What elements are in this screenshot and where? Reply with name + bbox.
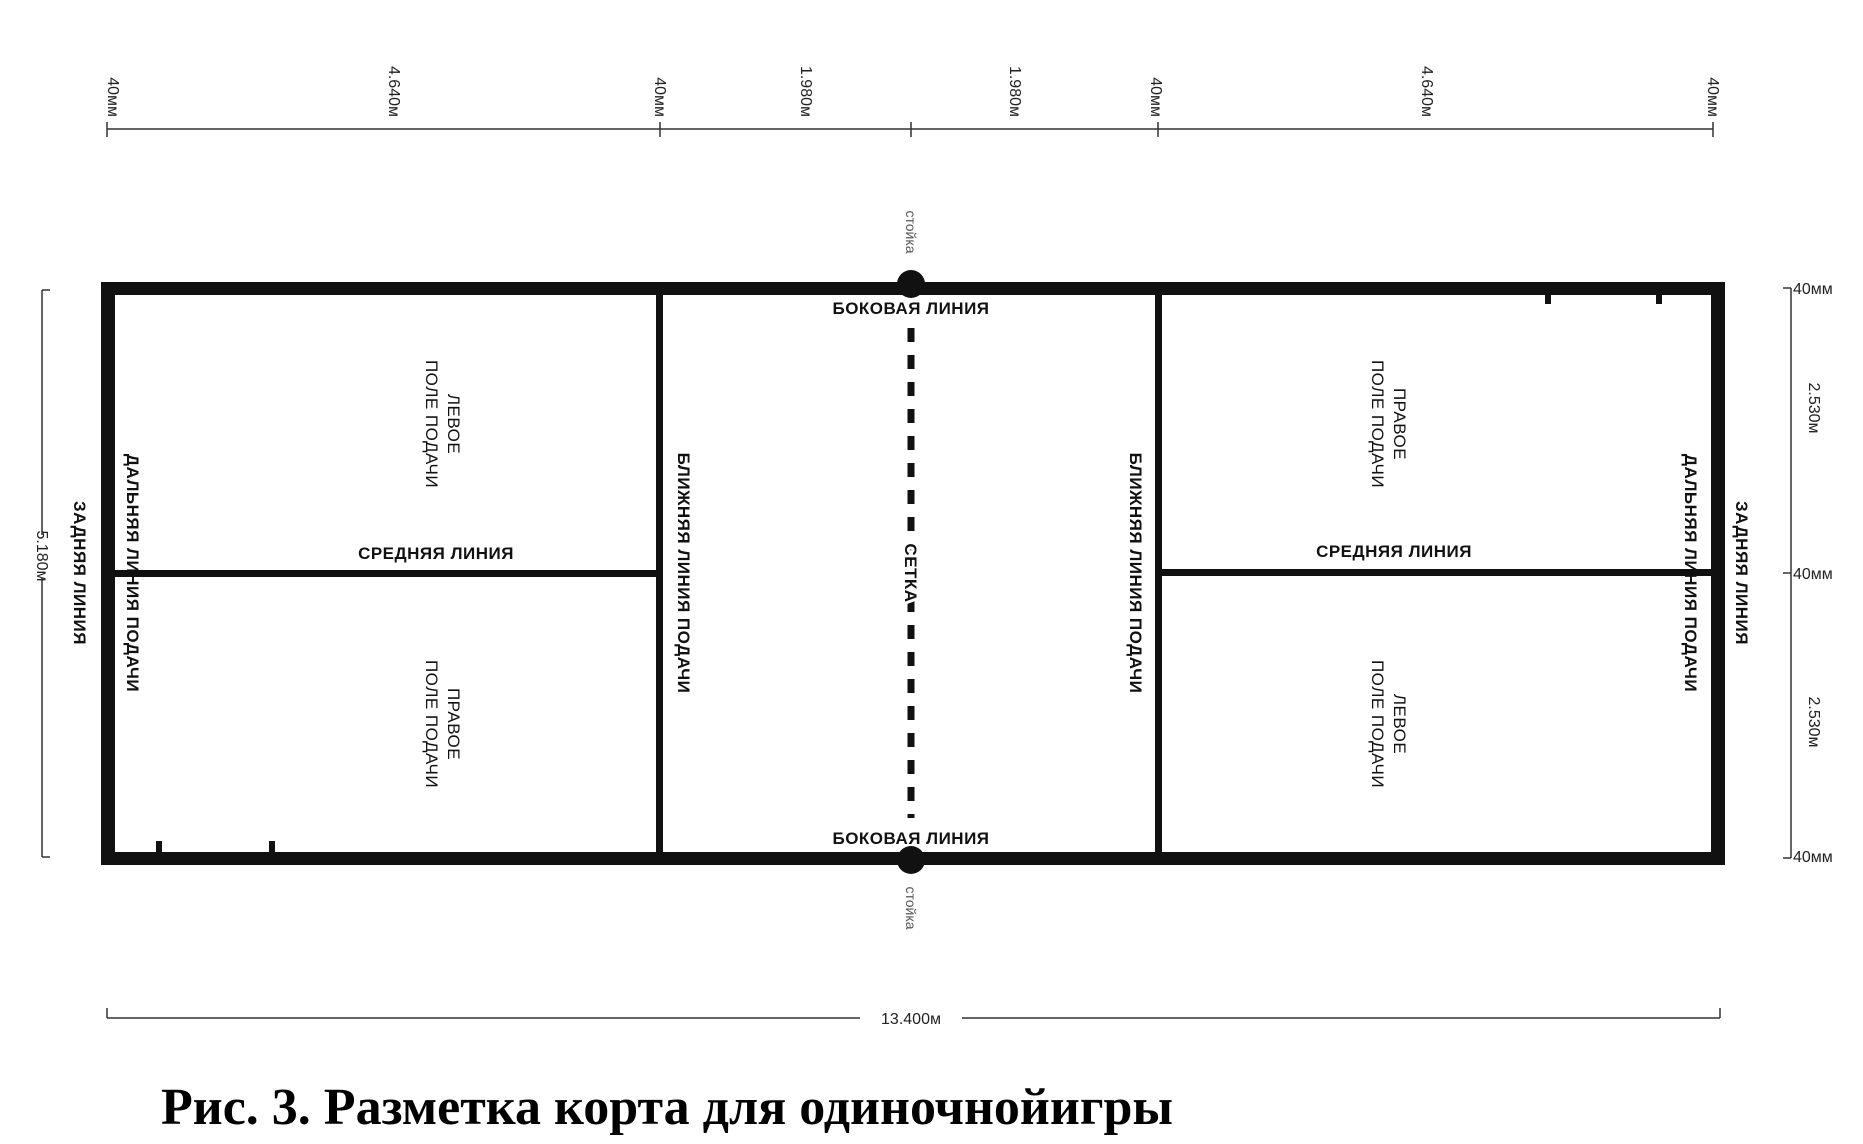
back-line-label-left: ЗАДНЯЯ ЛИНИЯ	[70, 501, 89, 645]
post-label-bottom: стойка	[903, 886, 919, 929]
outer-boundary-left	[101, 282, 115, 865]
side-line-label-top: БОКОВАЯ ЛИНИЯ	[832, 299, 989, 318]
top-ruler	[106, 122, 1714, 137]
service-box-label: ПОЛЕ ПОДАЧИ	[1368, 360, 1387, 488]
dim-label: 1.980м	[797, 66, 814, 117]
dim-label: 40мм	[1793, 281, 1833, 298]
side-line-label-bottom: БОКОВАЯ ЛИНИЯ	[832, 829, 989, 848]
width-dimension-label: 5.180м	[33, 530, 50, 581]
top-dimension-labels: 40мм 4.640м 40мм 1.980м 1.980м 40мм 4.64…	[104, 66, 1721, 117]
short-service-line-right	[1155, 290, 1162, 858]
service-box-label: ЛЕВОЕ	[1390, 694, 1409, 754]
short-service-line-label-right: БЛИЖНЯЯ ЛИНИЯ ПОДАЧИ	[1126, 453, 1145, 694]
net-label: СЕТКА	[901, 543, 920, 602]
service-box-label: ПРАВОЕ	[444, 688, 463, 760]
right-dimension-labels: 40мм 2.530м 40мм 2.530м 40мм	[1793, 281, 1833, 866]
center-line-right	[1160, 569, 1713, 576]
center-line-label-left: СРЕДНЯЯ ЛИНИЯ	[358, 544, 514, 563]
post-label-top: стойка	[903, 210, 919, 253]
dim-label: 2.530м	[1805, 696, 1822, 747]
long-service-line-label-left: ДАЛЬНЯЯ ЛИНИЯ ПОДАЧИ	[123, 454, 142, 692]
service-box-label: ПОЛЕ ПОДАЧИ	[1368, 660, 1387, 788]
left-ruler	[41, 289, 50, 858]
service-box-label: ЛЕВОЕ	[444, 394, 463, 454]
post-bottom	[897, 846, 925, 874]
service-box-label: ПОЛЕ ПОДАЧИ	[422, 360, 441, 488]
dim-label: 40мм	[1793, 849, 1833, 866]
tick-mark	[269, 841, 275, 853]
tick-mark	[1656, 292, 1662, 304]
right-ruler	[1783, 287, 1792, 859]
figure-caption: Рис. 3. Разметка корта для одиночнойигры	[161, 1079, 1173, 1136]
back-line-label-right: ЗАДНЯЯ ЛИНИЯ	[1732, 501, 1751, 645]
length-dimension-label: 13.400м	[881, 1011, 941, 1028]
outer-boundary-right	[1711, 282, 1725, 865]
service-box-label: ПОЛЕ ПОДАЧИ	[422, 660, 441, 788]
center-line-left	[113, 570, 660, 577]
tick-mark	[156, 841, 162, 853]
service-box-label: ПРАВОЕ	[1390, 388, 1409, 460]
bottom-ruler	[106, 1008, 1721, 1019]
dim-label: 40мм	[104, 77, 121, 117]
dim-label: 40мм	[1704, 77, 1721, 117]
dim-label: 1.980м	[1006, 66, 1023, 117]
dim-label: 40мм	[1793, 566, 1833, 583]
tick-mark	[1545, 292, 1551, 304]
post-top	[897, 270, 925, 298]
short-service-line-label-left: БЛИЖНЯЯ ЛИНИЯ ПОДАЧИ	[674, 453, 693, 694]
dim-label: 40мм	[651, 77, 668, 117]
dim-label: 4.640м	[385, 66, 402, 117]
dim-label: 4.640м	[1418, 66, 1435, 117]
long-service-line-label-right: ДАЛЬНЯЯ ЛИНИЯ ПОДАЧИ	[1681, 454, 1700, 692]
center-line-label-right: СРЕДНЯЯ ЛИНИЯ	[1316, 542, 1472, 561]
dim-label: 2.530м	[1805, 382, 1822, 433]
dim-label: 40мм	[1147, 77, 1164, 117]
